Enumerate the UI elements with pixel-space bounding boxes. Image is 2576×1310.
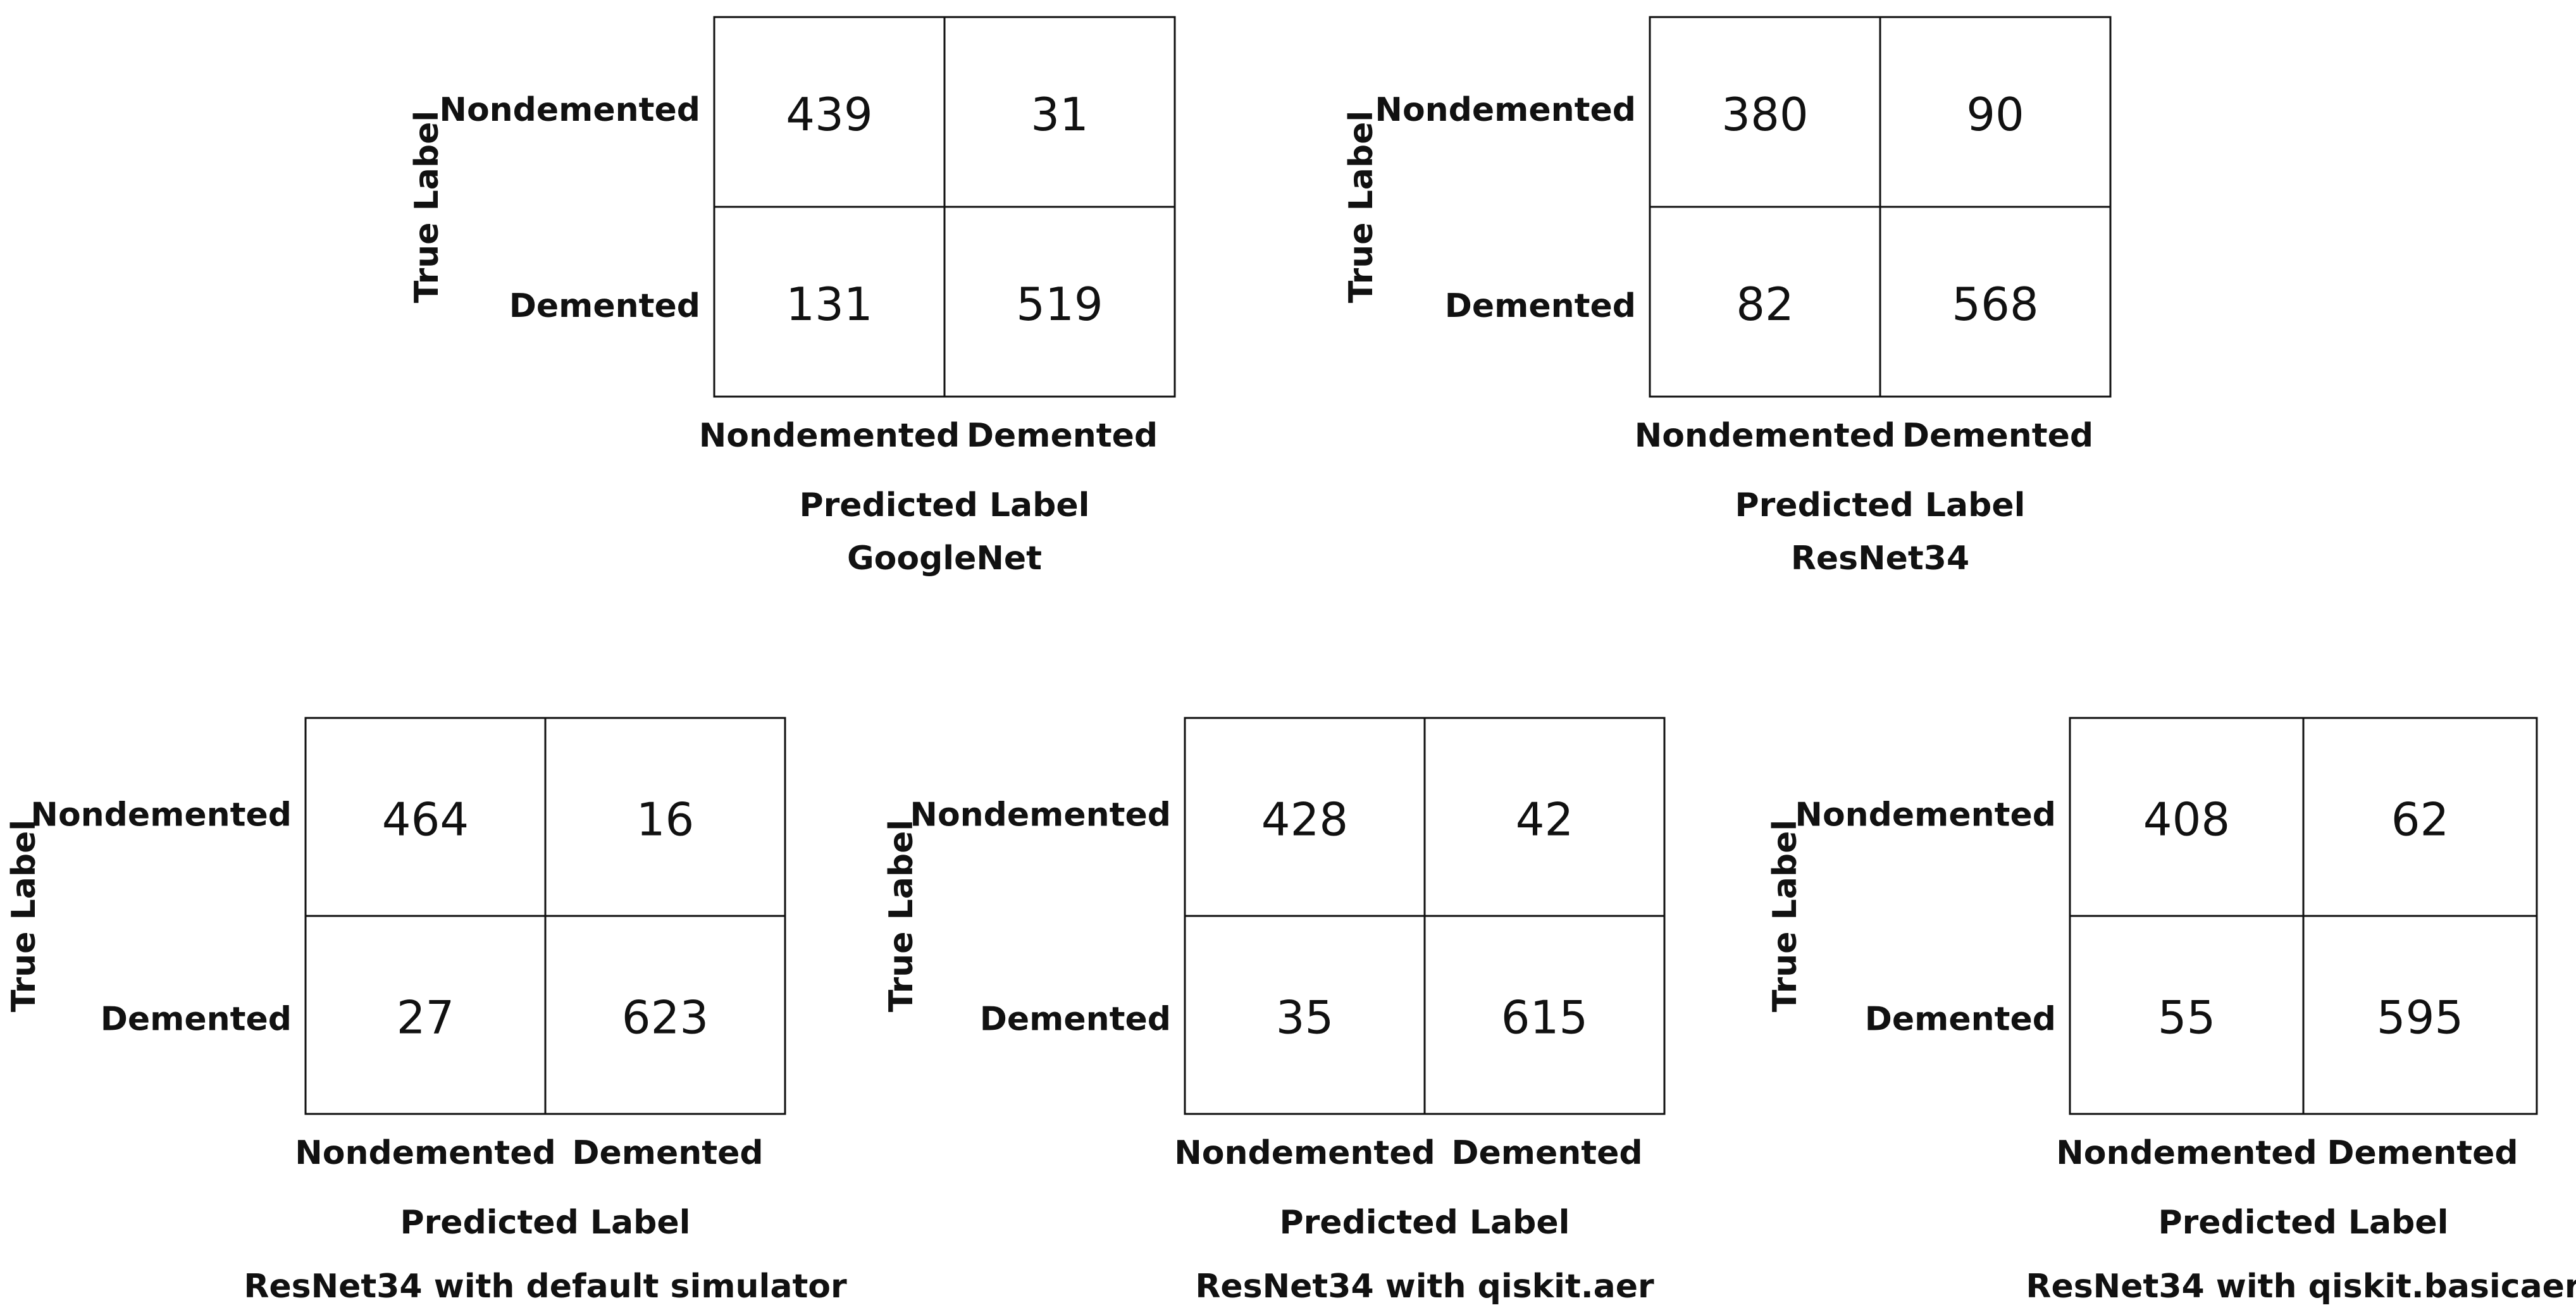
y-axis-label: True Label	[5, 820, 43, 1012]
matrix-cell	[2069, 915, 2305, 1115]
x-tick-label: Nondemented	[1174, 1134, 1435, 1172]
x-tick-label: Nondemented	[1635, 417, 1896, 455]
matrix-cell	[2302, 915, 2538, 1115]
cell-value: 439	[786, 88, 872, 141]
matrix-cell	[713, 16, 946, 208]
cell-value: 27	[397, 991, 455, 1044]
x-axis-label: Predicted Label	[1280, 1204, 1570, 1242]
x-axis-label: Predicted Label	[400, 1204, 691, 1242]
matrix-cell	[1423, 915, 1666, 1115]
y-tick-label: Demented	[1445, 287, 1636, 325]
cell-value: 519	[1016, 278, 1103, 331]
cell-value: 42	[1516, 793, 1574, 846]
matrix-cell	[544, 717, 786, 917]
cell-value: 568	[1952, 278, 2038, 331]
matrix-cell	[1879, 16, 2112, 208]
x-tick-label: Demented	[572, 1134, 763, 1172]
matrix-cell	[943, 16, 1176, 208]
matrix-cell	[2302, 717, 2538, 917]
cell-value: 55	[2158, 991, 2216, 1044]
chart-title: ResNet34	[1791, 540, 1969, 578]
x-axis-label: Predicted Label	[800, 486, 1090, 524]
x-tick-label: Nondemented	[699, 417, 960, 455]
cell-value: 131	[786, 278, 872, 331]
matrix-cell	[2069, 717, 2305, 917]
cell-value: 623	[622, 991, 709, 1044]
y-axis-label: True Label	[1342, 111, 1380, 303]
cell-value: 35	[1276, 991, 1334, 1044]
cell-value: 428	[1261, 793, 1348, 846]
matrix-cell	[1184, 717, 1426, 917]
cell-value: 82	[1736, 278, 1794, 331]
y-tick-label: Nondemented	[1375, 91, 1636, 129]
y-tick-label: Demented	[1865, 1001, 2056, 1039]
matrix-cell	[1649, 16, 1881, 208]
chart-title: GoogleNet	[847, 540, 1042, 578]
cell-value: 16	[636, 793, 695, 846]
cell-value: 595	[2377, 991, 2463, 1044]
y-tick-label: Nondemented	[439, 91, 700, 129]
y-tick-label: Demented	[980, 1001, 1171, 1039]
cell-value: 464	[382, 793, 469, 846]
matrix-cell	[1879, 206, 2112, 398]
y-axis-label: True Label	[408, 111, 446, 303]
y-tick-label: Demented	[509, 287, 700, 325]
matrix-cell	[713, 206, 946, 398]
matrix-cell	[544, 915, 786, 1115]
cell-value: 380	[1721, 88, 1808, 141]
cell-value: 615	[1501, 991, 1588, 1044]
matrix-cell	[943, 206, 1176, 398]
chart-title: ResNet34 with qiskit.aer	[1195, 1268, 1654, 1306]
x-axis-label: Predicted Label	[2158, 1204, 2449, 1242]
x-tick-label: Demented	[1902, 417, 2093, 455]
chart-title: ResNet34 with default simulator	[244, 1268, 847, 1306]
y-tick-label: Nondemented	[1795, 796, 2056, 834]
matrix-cell	[1184, 915, 1426, 1115]
x-tick-label: Demented	[2327, 1134, 2518, 1172]
y-tick-label: Demented	[101, 1001, 292, 1039]
x-tick-label: Demented	[1451, 1134, 1642, 1172]
matrix-cell	[1423, 717, 1666, 917]
x-tick-label: Demented	[967, 417, 1158, 455]
cell-value: 408	[2143, 793, 2230, 846]
cell-value: 31	[1031, 88, 1089, 141]
chart-title: ResNet34 with qiskit.basicaer	[2026, 1268, 2576, 1306]
cell-value: 62	[2391, 793, 2449, 846]
x-axis-label: Predicted Label	[1735, 486, 2026, 524]
matrix-cell	[1649, 206, 1881, 398]
y-tick-label: Nondemented	[910, 796, 1171, 834]
y-axis-label: True Label	[882, 820, 920, 1012]
y-tick-label: Nondemented	[30, 796, 292, 834]
x-tick-label: Nondemented	[295, 1134, 556, 1172]
y-axis-label: True Label	[1766, 820, 1804, 1012]
x-tick-label: Nondemented	[2056, 1134, 2317, 1172]
cell-value: 90	[1966, 88, 2024, 141]
